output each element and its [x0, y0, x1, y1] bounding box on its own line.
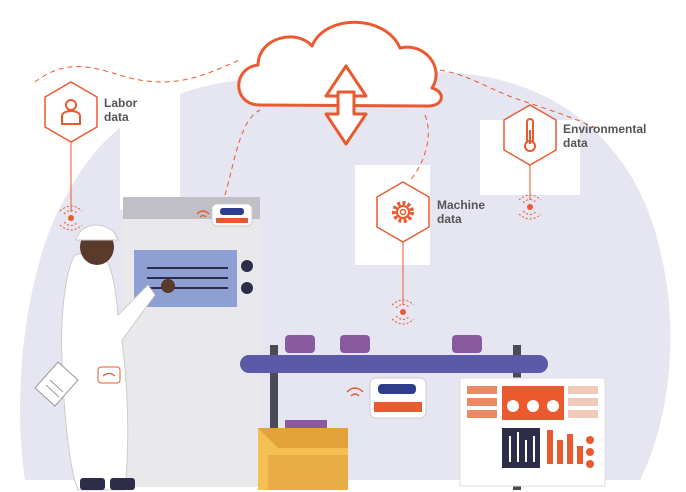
cloud-icon: [237, 20, 443, 146]
environmental-label: Environmental data: [563, 122, 646, 150]
worker-icon: [61, 99, 81, 125]
labor-node: [44, 81, 98, 231]
environmental-node: [503, 104, 557, 220]
wifi-icon: [59, 205, 83, 231]
cardboard-box: [258, 420, 348, 490]
labor-label: Labor data: [104, 96, 137, 124]
environmental-label-line2: data: [563, 136, 588, 150]
machine-cabinet: [123, 197, 260, 487]
dashboard-panel: [459, 377, 606, 487]
sensor-device: [211, 203, 253, 227]
labor-label-line2: data: [104, 110, 129, 124]
machine-label: Machine data: [437, 198, 485, 226]
worker-figure: [34, 224, 175, 491]
thermometer-icon: [524, 118, 536, 152]
machine-label-line1: Machine: [437, 198, 486, 212]
machine-knob: [241, 282, 253, 294]
machine-node: [376, 181, 430, 325]
gear-icon: [392, 201, 414, 223]
sensor-device: [369, 377, 427, 419]
background-window: [120, 35, 180, 210]
wifi-icon: [346, 387, 364, 397]
download-arrow-icon: [324, 90, 368, 146]
connection-lines: [34, 59, 601, 196]
worker-hand: [161, 279, 175, 293]
clipboard: [34, 361, 79, 407]
wifi-icon: [518, 194, 542, 220]
wifi-icon: [391, 299, 415, 325]
machine-knob: [241, 260, 253, 272]
wifi-icon: [196, 210, 210, 218]
machine-label-line2: data: [437, 212, 462, 226]
labor-label-line1: Labor: [104, 96, 138, 110]
environmental-label-line1: Environmental: [563, 122, 647, 136]
